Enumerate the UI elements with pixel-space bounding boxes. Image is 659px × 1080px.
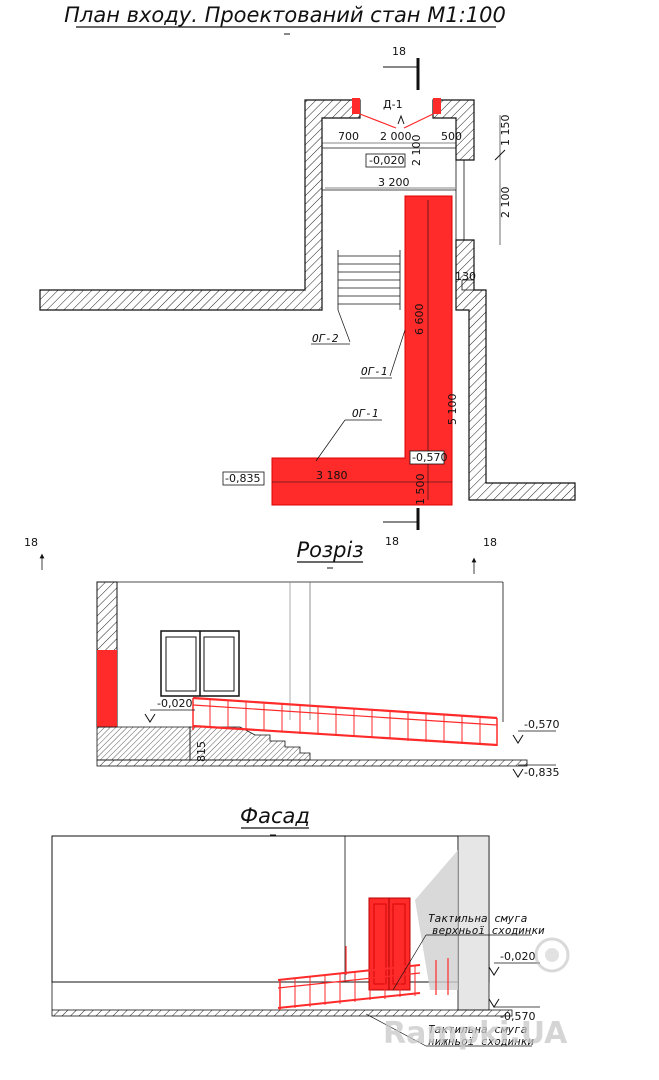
dim-700: 700	[338, 130, 359, 143]
side-window	[455, 159, 465, 241]
callout-og1-upper: ОГ-1	[361, 365, 388, 378]
wall-left	[39, 99, 361, 311]
door-mark: Д-1	[383, 98, 403, 111]
dim-500: 500	[441, 130, 462, 143]
level-box-top	[365, 153, 406, 168]
callout-og1-lower: ОГ-1	[352, 407, 379, 420]
plan-title: План входу. Проектований стан М1:100	[64, 3, 506, 27]
note-lower-line2: нижньої сходинки	[428, 1035, 534, 1048]
facade-level-top: -0,020	[500, 950, 535, 963]
level-landing: -0,570	[412, 451, 447, 464]
section-title: Розріз	[296, 538, 363, 562]
door-jamb-right	[433, 98, 441, 114]
dim-5100: 5 100	[446, 394, 459, 426]
section-level-top: -0,020	[157, 697, 192, 710]
level-ground: -0,835	[225, 472, 260, 485]
dim-130: 130	[455, 270, 476, 283]
stair-treads	[337, 250, 401, 310]
section-mark-right: 18	[483, 536, 497, 549]
callout-og2: ОГ-2	[312, 332, 339, 345]
section-drawing: 18 18	[24, 536, 559, 779]
door-jamb-left	[352, 98, 360, 114]
section-wall-red	[97, 650, 117, 727]
plan-drawing: 18 Д-1 700 2 000 500 -0,020 2 100	[39, 45, 576, 548]
section-dim-815: 815	[195, 741, 208, 762]
section-mark-bottom: 18	[385, 535, 399, 548]
section-level-ground: -0,835	[524, 766, 559, 779]
dim-2100-side: 2 100	[499, 187, 512, 219]
dim-1500: 1 500	[414, 474, 427, 506]
section-ramp-railing	[192, 696, 498, 747]
watermark: Rampki.UA	[383, 1016, 568, 1051]
wall-right-lower	[455, 239, 576, 501]
note-upper-line1: Тактильна смуга	[428, 912, 527, 925]
level-top: -0,020	[369, 154, 404, 167]
section-mark-left: 18	[24, 536, 38, 549]
door-swing	[359, 113, 434, 129]
dim-2100-v: 2 100	[410, 135, 423, 167]
ramp-plan	[271, 195, 453, 506]
watermark-logo-icon	[534, 937, 570, 973]
section-mark-top: 18	[392, 45, 406, 58]
dim-1150: 1 150	[499, 115, 512, 147]
dim-3200: 3 200	[378, 176, 410, 189]
note-upper-line2: верхньої сходинки	[432, 924, 545, 937]
dim-2000: 2 000	[380, 130, 412, 143]
dim-3180: 3 180	[316, 469, 348, 482]
facade-title: Фасад	[240, 804, 310, 828]
section-level-landing: -0,570	[524, 718, 559, 731]
facade-ramp-railing	[277, 946, 449, 1010]
section-window	[160, 630, 240, 697]
note-lower-line1: Тактильна смуга	[428, 1023, 527, 1036]
facade-drawing: Тактильна смуга верхньої сходинки Тактил…	[51, 835, 570, 1051]
dim-6600: 6 600	[413, 304, 426, 336]
facade-level-bottom: -0,570	[500, 1010, 535, 1023]
